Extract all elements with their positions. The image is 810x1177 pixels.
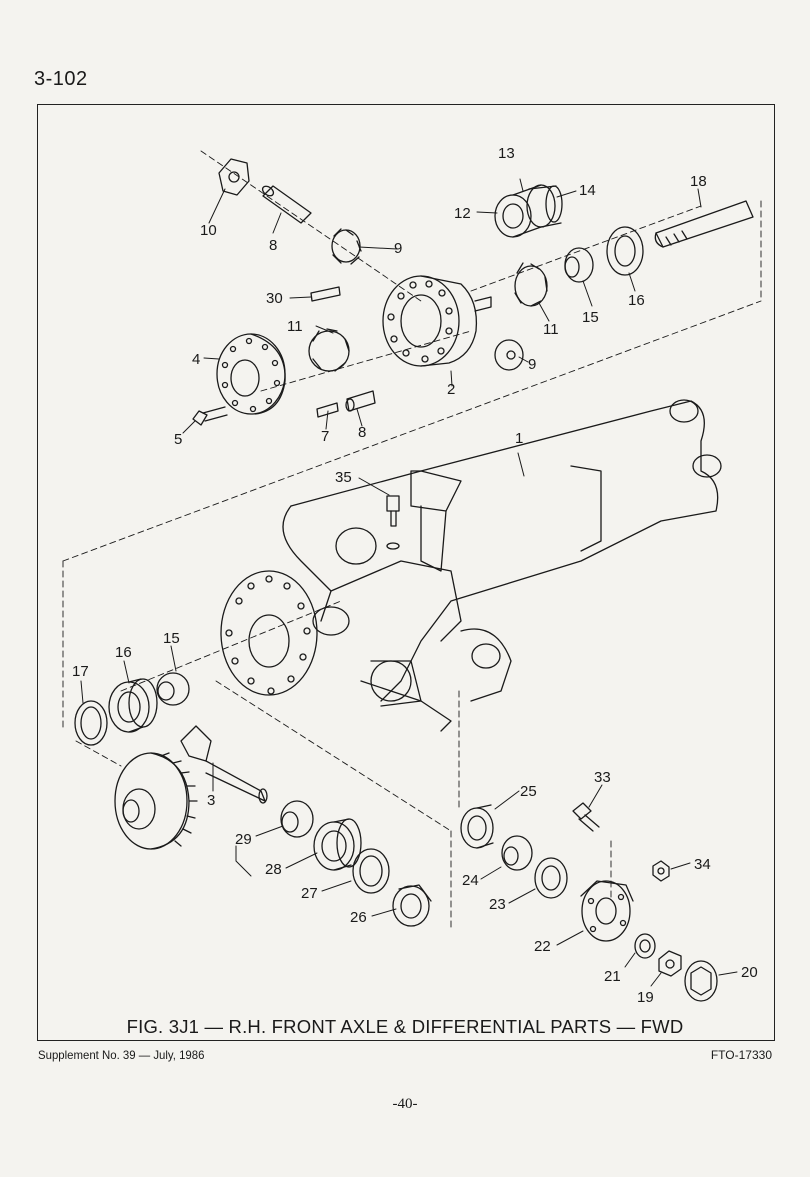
bolt-part-33 xyxy=(572,802,600,832)
callout-25: 25 xyxy=(520,783,537,800)
seal-part-17 xyxy=(74,700,108,746)
callout-29: 29 xyxy=(235,831,252,848)
callout-15-lower: 15 xyxy=(163,630,180,647)
callout-33: 33 xyxy=(594,769,611,786)
cover-plate-part-4 xyxy=(216,333,286,415)
callout-8-lower: 8 xyxy=(358,424,366,441)
callout-4: 4 xyxy=(192,351,200,368)
pin-part-8-upper xyxy=(261,185,312,224)
ring-gear-pinion-part-3 xyxy=(114,725,268,850)
bearing-cone-part-29 xyxy=(280,800,314,838)
washer-part-21 xyxy=(634,933,656,959)
callout-19: 19 xyxy=(637,989,654,1006)
callout-11-right: 11 xyxy=(543,321,559,338)
callout-13: 13 xyxy=(498,145,515,162)
callout-8-upper: 8 xyxy=(269,237,277,254)
pinion-gear-part-9-upper xyxy=(331,228,362,265)
seal-part-23 xyxy=(534,857,568,899)
callout-15-upper: 15 xyxy=(582,309,599,326)
callout-16-lower: 16 xyxy=(115,644,132,661)
callout-18: 18 xyxy=(690,173,707,190)
bearing-cup-part-25 xyxy=(460,804,494,849)
exploded-parts-diagram: 13 14 12 18 16 15 11 9 10 8 30 11 9 4 2 … xyxy=(62,145,762,1006)
leader-lines xyxy=(80,178,738,987)
seal-part-26 xyxy=(392,884,432,927)
callout-7: 7 xyxy=(321,428,329,445)
supplement-note: Supplement No. 39 — July, 1986 xyxy=(38,1048,205,1062)
cap-part-20 xyxy=(684,960,718,1002)
lock-plate-part-10 xyxy=(218,158,250,196)
pinion-gear-part-9-lower xyxy=(494,339,524,371)
nut-part-34 xyxy=(652,860,670,882)
bearing-cone-part-15-upper xyxy=(564,247,594,283)
spacer-part-27 xyxy=(352,848,390,894)
callout-26: 26 xyxy=(350,909,367,926)
callout-1: 1 xyxy=(515,430,523,447)
side-gear-part-11-left xyxy=(308,328,350,372)
callout-21: 21 xyxy=(604,968,621,985)
callout-24: 24 xyxy=(462,872,479,889)
figure-code: FTO-17330 xyxy=(710,1048,772,1062)
bolt-part-5 xyxy=(192,406,228,426)
callout-34: 34 xyxy=(694,856,711,873)
callout-20: 20 xyxy=(741,964,758,981)
callout-10: 10 xyxy=(200,222,217,239)
callout-16-upper: 16 xyxy=(628,292,645,309)
callout-9-upper: 9 xyxy=(394,240,402,257)
axle-shaft-part-18 xyxy=(654,200,754,248)
bearing-cup-part-16-upper xyxy=(606,226,644,276)
bearing-cup-part-28 xyxy=(313,818,362,871)
callout-30: 30 xyxy=(266,290,283,307)
bearing-parts-12-13-14 xyxy=(494,184,563,238)
breather-part-35 xyxy=(386,495,400,550)
callout-17: 17 xyxy=(72,663,89,680)
footer-page-number: -40- xyxy=(392,1096,418,1112)
callout-2: 2 xyxy=(447,381,455,398)
callout-22: 22 xyxy=(534,938,551,955)
differential-case-part-2 xyxy=(382,275,492,367)
axle-housing-part-1 xyxy=(282,399,722,732)
bearing-cone-part-15-lower xyxy=(156,672,190,706)
diagram-frame: 13 14 12 18 16 15 11 9 10 8 30 11 9 4 2 … xyxy=(37,104,775,1041)
nut-part-19 xyxy=(658,950,682,977)
callout-27: 27 xyxy=(301,885,318,902)
callout-35: 35 xyxy=(335,469,352,486)
carrier-flange xyxy=(220,570,318,696)
pins-part-7-8-lower xyxy=(316,390,376,418)
callout-labels: 13 14 12 18 16 15 11 9 10 8 30 11 9 4 2 … xyxy=(72,145,758,1006)
callout-3: 3 xyxy=(207,792,215,809)
callout-28: 28 xyxy=(265,861,282,878)
bearing-cup-part-16-lower xyxy=(108,678,158,733)
side-gear-part-11-right xyxy=(514,262,548,307)
flange-yoke-part-22 xyxy=(580,880,634,942)
figure-caption: FIG. 3J1 — R.H. FRONT AXLE & DIFFERENTIA… xyxy=(126,1016,684,1037)
assembly-lines xyxy=(62,150,762,932)
callout-12: 12 xyxy=(454,205,471,222)
callout-5: 5 xyxy=(174,431,182,448)
callout-23: 23 xyxy=(489,896,506,913)
callout-9-lower: 9 xyxy=(528,356,536,373)
callout-14: 14 xyxy=(579,182,596,199)
pin-part-30 xyxy=(310,286,341,302)
callout-11-left: 11 xyxy=(287,318,303,335)
bearing-cone-part-24 xyxy=(501,835,533,871)
page-number: 3-102 xyxy=(34,68,88,90)
